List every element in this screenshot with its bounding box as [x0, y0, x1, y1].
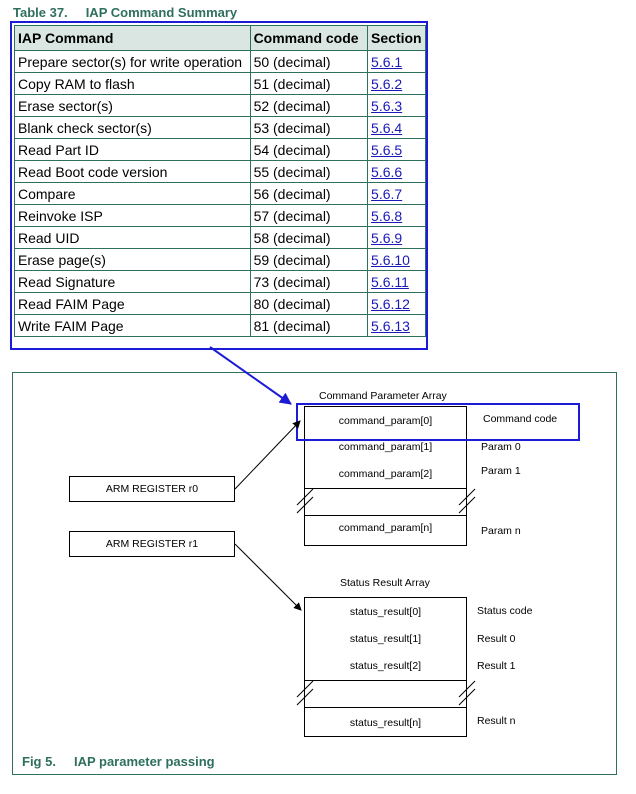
- result-label: Result n: [477, 715, 516, 727]
- result-label: Result 0: [477, 633, 516, 645]
- command-param-cell: command_param[2]: [304, 460, 467, 489]
- command-name: Reinvoke ISP: [14, 204, 251, 227]
- command-array-title: Command Parameter Array: [319, 390, 447, 402]
- command-code: 57 (decimal): [249, 204, 369, 227]
- command-name: Read Part ID: [14, 138, 251, 161]
- command-code: 52 (decimal): [249, 94, 369, 117]
- command-name: Read UID: [14, 226, 251, 249]
- command-name: Copy RAM to flash: [14, 72, 251, 95]
- command-name: Read Boot code version: [14, 160, 251, 183]
- header-iap-command: IAP Command: [14, 25, 251, 51]
- param-label: Param n: [481, 525, 521, 537]
- figure-title: IAP parameter passing: [73, 754, 215, 769]
- status-result-cell: status_result[n]: [304, 707, 467, 737]
- table-header-row: IAP Command Command code Section: [14, 25, 426, 51]
- section-link[interactable]: 5.6.2: [367, 72, 426, 95]
- status-array-title: Status Result Array: [340, 577, 430, 589]
- status-result-cell: status_result[2]: [304, 652, 467, 681]
- command-code: 73 (decimal): [249, 270, 369, 293]
- status-result-cell: status_result[1]: [304, 625, 467, 653]
- section-link[interactable]: 5.6.1: [367, 50, 426, 73]
- status-code-label: Status code: [477, 605, 533, 617]
- param-label: Param 1: [481, 465, 521, 477]
- section-link[interactable]: 5.6.3: [367, 94, 426, 117]
- command-array-break-marks: [296, 488, 476, 514]
- r1-arrow: [234, 543, 302, 611]
- r0-arrow: [234, 420, 301, 490]
- command-param-cell: command_param[0]: [304, 406, 467, 434]
- command-name: Compare: [14, 182, 251, 205]
- command-code: 54 (decimal): [249, 138, 369, 161]
- figure-number: Fig 5.: [22, 754, 56, 769]
- highlight-arrow: [209, 346, 292, 405]
- arm-register-r0: ARM REGISTER r0: [69, 476, 235, 502]
- command-param-cell: command_param[1]: [304, 433, 467, 461]
- command-code: 55 (decimal): [249, 160, 369, 183]
- command-name: Write FAIM Page: [14, 314, 251, 337]
- table-number: Table 37.: [13, 5, 68, 20]
- table-caption: Table 37. IAP Command Summary: [13, 5, 237, 20]
- command-code: 58 (decimal): [249, 226, 369, 249]
- command-param-cell: command_param[n]: [304, 515, 467, 546]
- command-code: 81 (decimal): [249, 314, 369, 337]
- status-array-break-marks: [296, 680, 476, 706]
- header-section: Section: [367, 25, 426, 51]
- command-code: 50 (decimal): [249, 50, 369, 73]
- figure-caption: Fig 5. IAP parameter passing: [22, 754, 215, 769]
- iap-command-table: IAP Command Command code Section Prepare…: [14, 25, 426, 337]
- figure-frame: [12, 372, 617, 775]
- command-code: 51 (decimal): [249, 72, 369, 95]
- result-label: Result 1: [477, 660, 516, 672]
- arm-register-r1: ARM REGISTER r1: [69, 531, 235, 557]
- command-code-label: Command code: [483, 413, 558, 425]
- param-label: Param 0: [481, 441, 521, 453]
- section-link[interactable]: 5.6.10: [367, 248, 426, 271]
- table-title: IAP Command Summary: [85, 5, 238, 20]
- table-highlight-box: IAP Command Command code Section Prepare…: [10, 21, 428, 350]
- section-link[interactable]: 5.6.13: [367, 314, 426, 337]
- section-link[interactable]: 5.6.8: [367, 204, 426, 227]
